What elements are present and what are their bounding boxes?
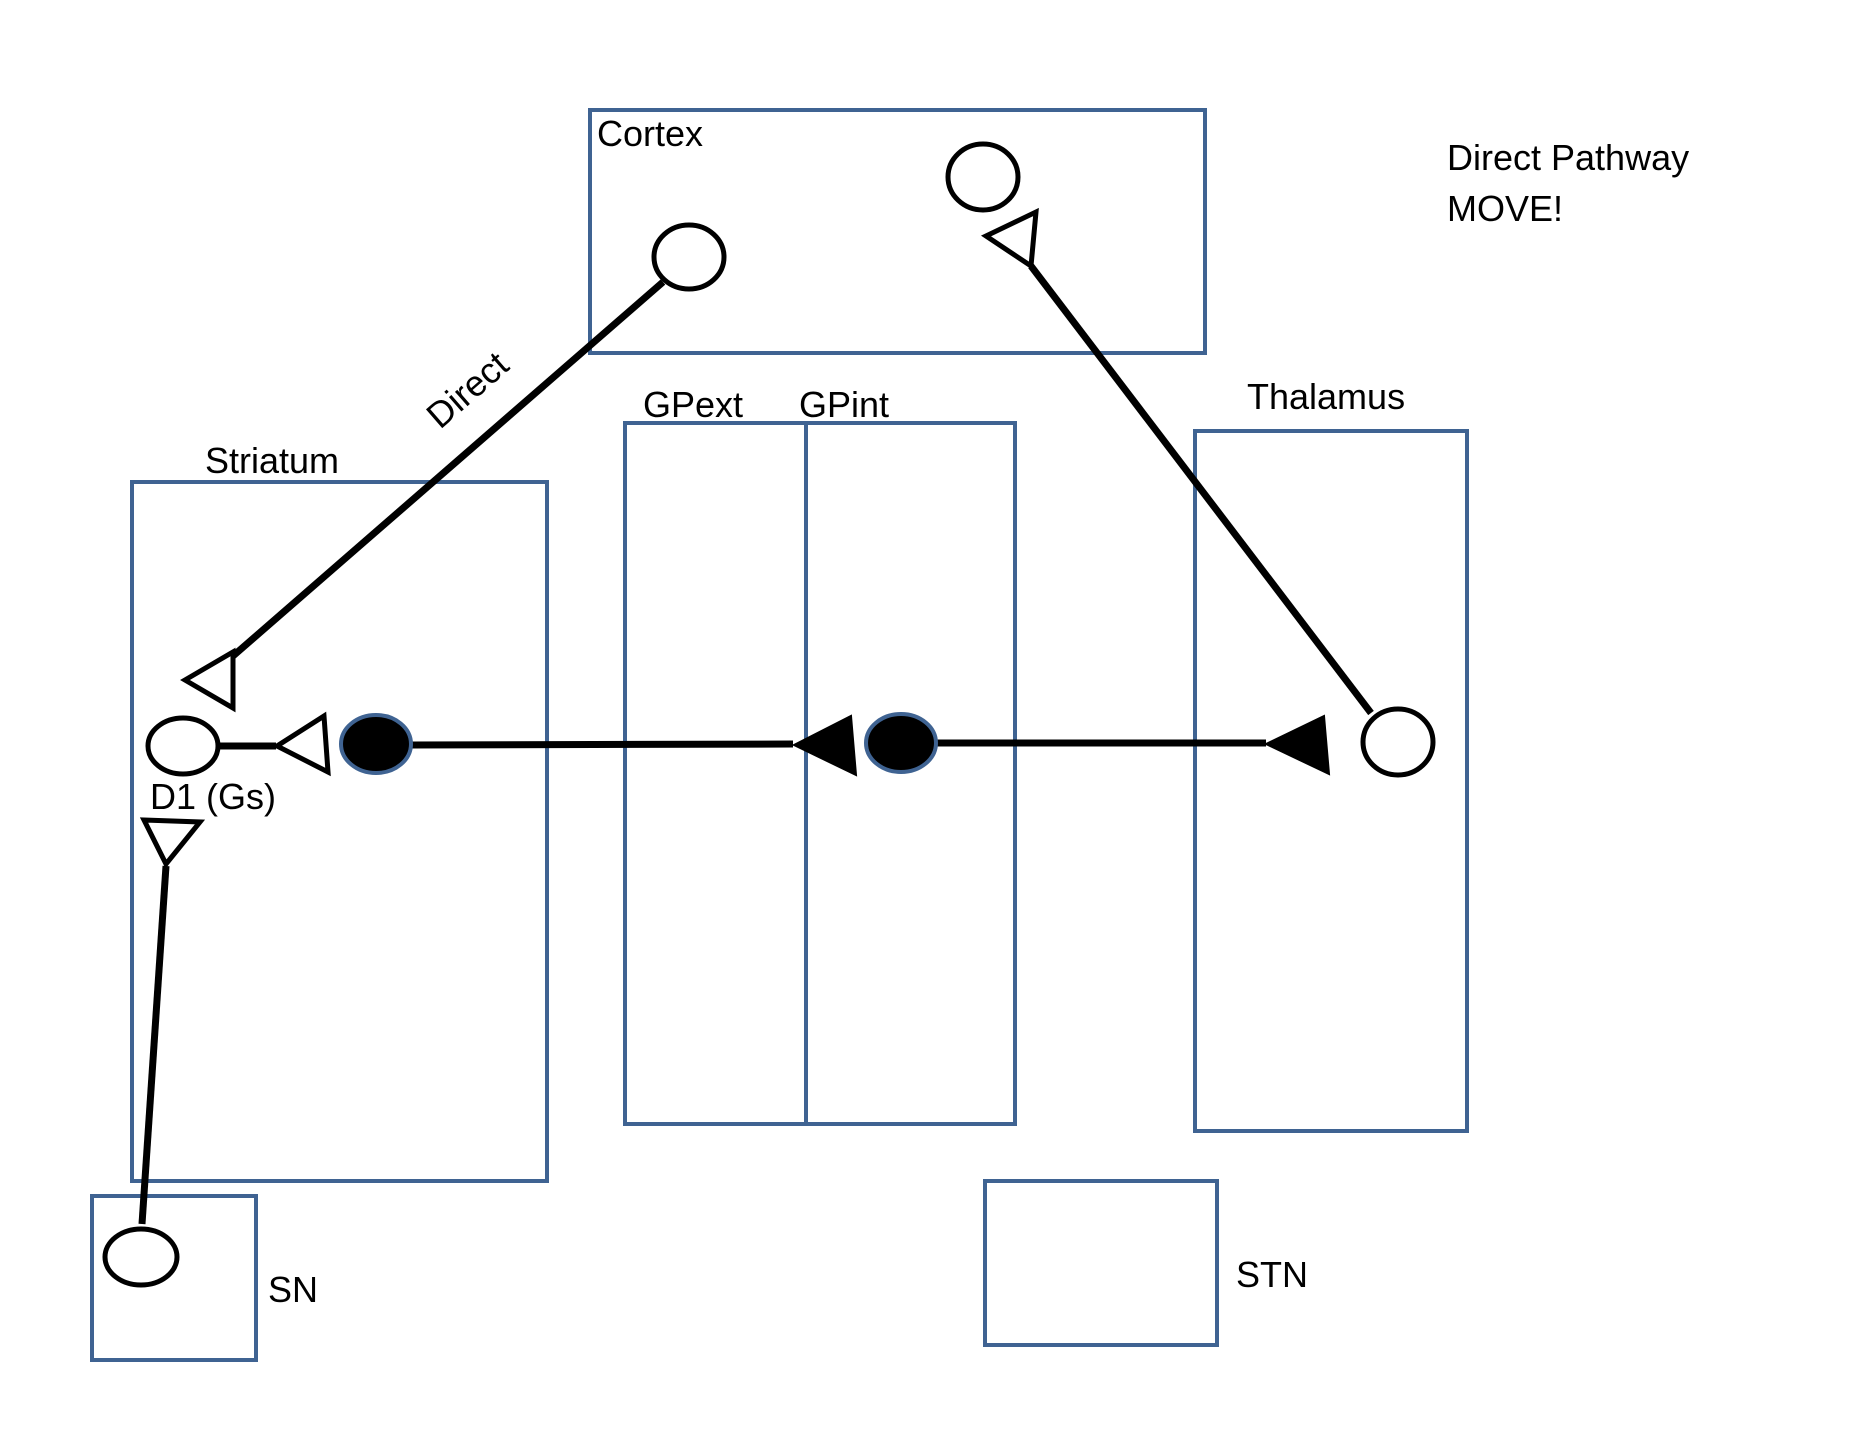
cortex-neuron-right bbox=[945, 141, 1021, 213]
d1-input-synapse-icon bbox=[271, 711, 331, 777]
cortex-label: Cortex bbox=[597, 113, 703, 154]
stn-label: STN bbox=[1236, 1254, 1308, 1295]
striatum-label: Striatum bbox=[205, 440, 339, 481]
gp-box bbox=[623, 421, 1017, 1126]
diagram-title-line2: MOVE! bbox=[1447, 188, 1563, 229]
striatum-d1-neuron bbox=[145, 715, 221, 777]
d1-gs-label: D1 (Gs) bbox=[150, 776, 276, 817]
sn-label: SN bbox=[268, 1269, 318, 1310]
thalamus-to-cortex-axon bbox=[1028, 263, 1374, 716]
gpint-striatum-synapse-icon bbox=[791, 714, 858, 777]
thalamus-gpint-synapse-icon bbox=[1263, 714, 1331, 776]
sn-to-striatum-axon bbox=[138, 865, 170, 1225]
striatum-inhibitory-neuron bbox=[339, 713, 413, 775]
sn-neuron bbox=[102, 1226, 180, 1288]
gpint-to-striatum-axon bbox=[410, 740, 794, 749]
thalamus-label: Thalamus bbox=[1247, 376, 1405, 417]
thalamus-cortex-synapse-icon bbox=[980, 207, 1039, 271]
striatum-box bbox=[130, 480, 549, 1183]
thalamus-box bbox=[1193, 429, 1469, 1133]
gpint-label: GPint bbox=[799, 384, 889, 425]
cortex-to-striatum-axon bbox=[230, 279, 666, 659]
diagram-title-line1: Direct Pathway bbox=[1447, 137, 1689, 178]
thalamus-neuron bbox=[1360, 706, 1436, 778]
cortex-neuron-left bbox=[651, 222, 727, 292]
cortex-striatum-synapse-icon bbox=[180, 647, 236, 713]
gpext-label: GPext bbox=[643, 384, 743, 425]
sn-box bbox=[90, 1194, 258, 1362]
sn-striatum-synapse-icon bbox=[139, 817, 206, 869]
gpint-inhibitory-neuron bbox=[864, 712, 938, 774]
stn-box bbox=[983, 1179, 1219, 1347]
cortex-box bbox=[588, 108, 1207, 355]
